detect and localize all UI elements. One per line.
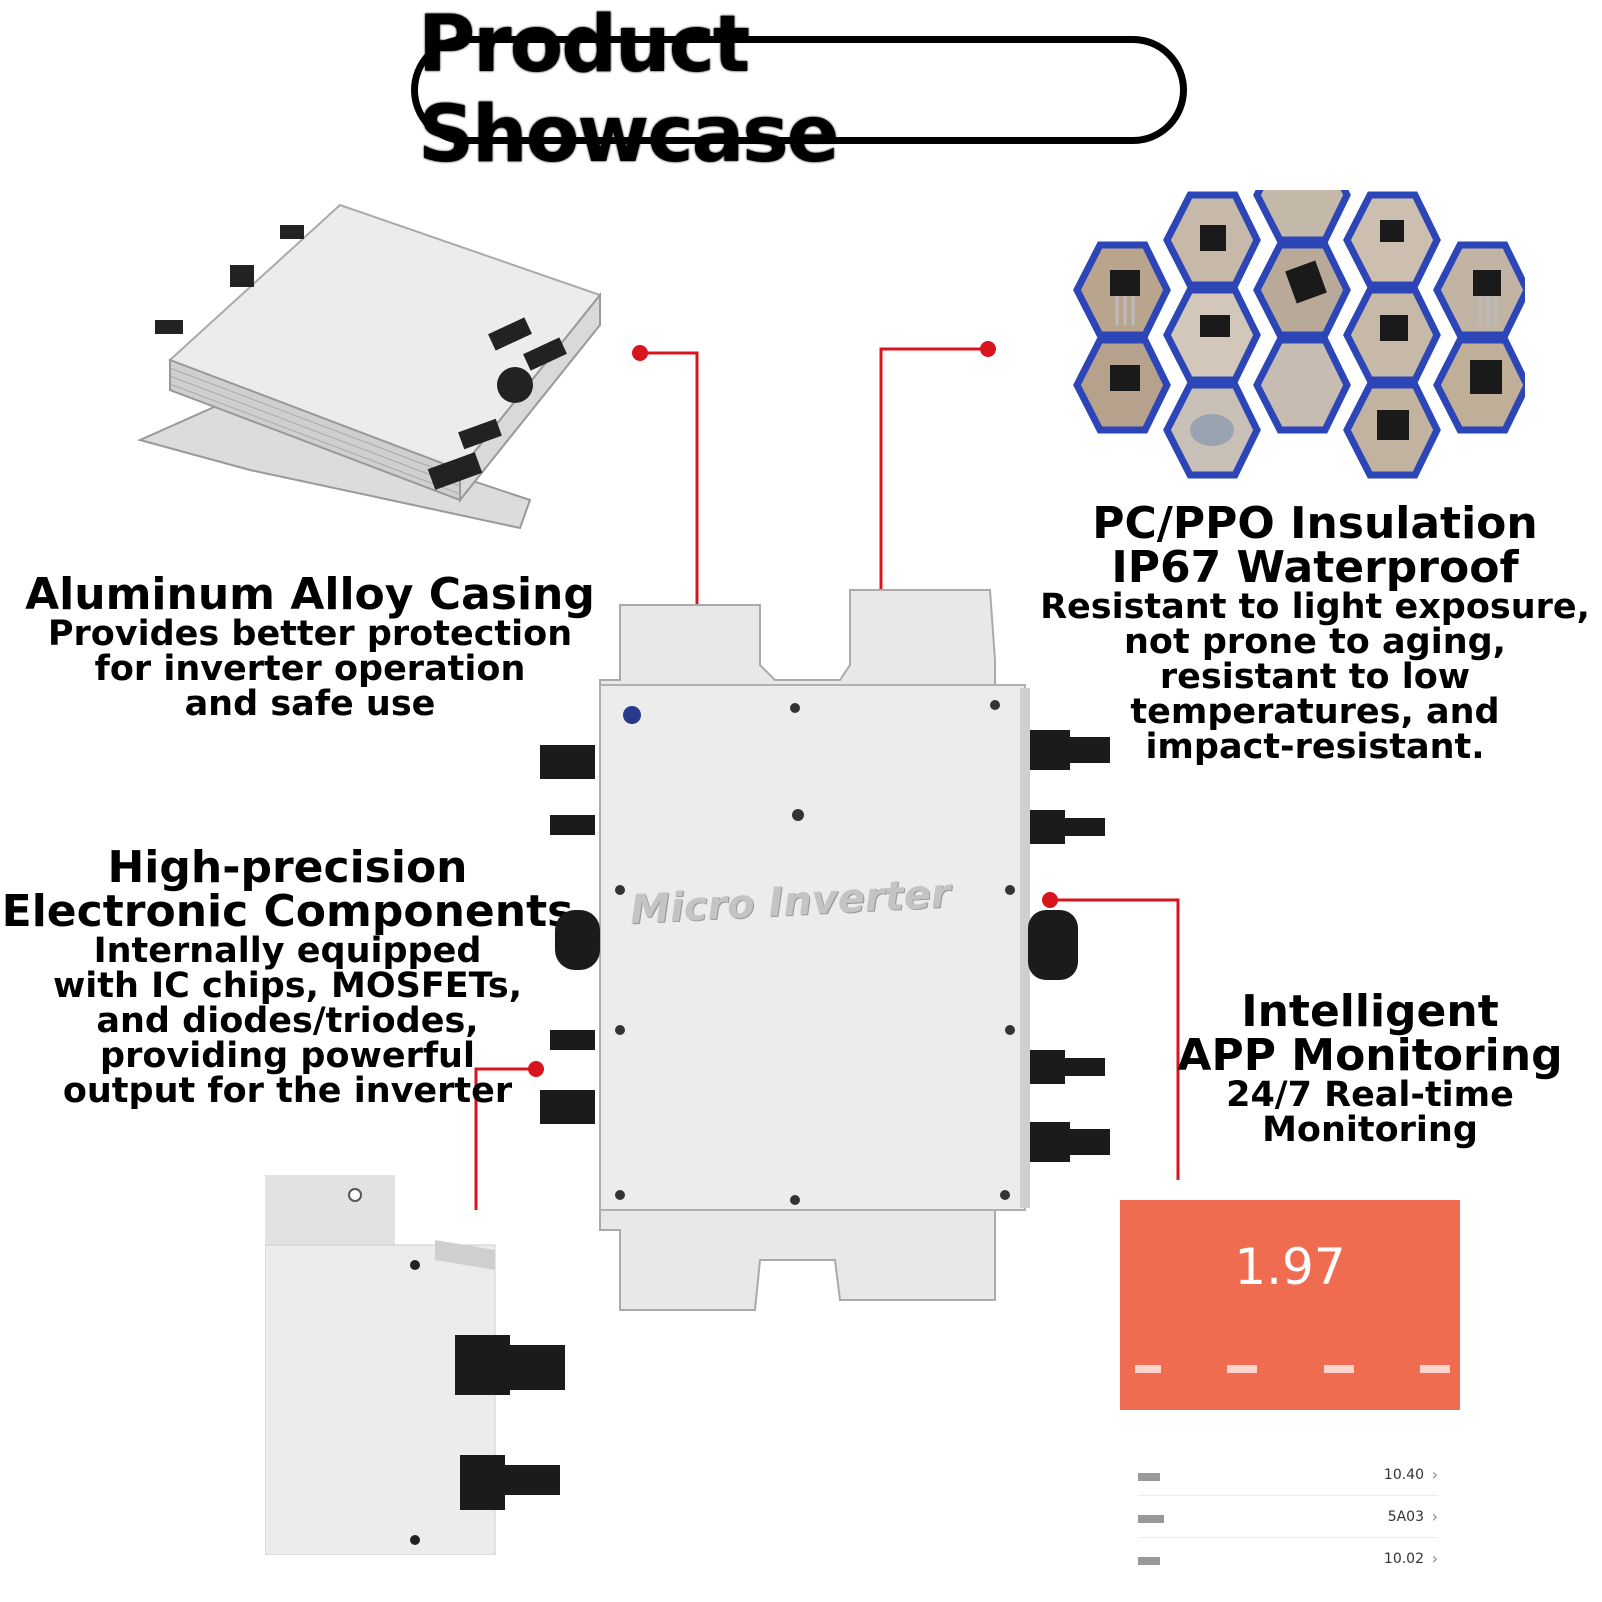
app-screenshot: 1.97 10.40 › 5A03 › 10.02 › <box>1120 1200 1460 1602</box>
components-line-4: providing powerful <box>100 1036 475 1076</box>
chevron-right-icon: › <box>1431 1507 1438 1526</box>
side-view-image <box>265 1175 565 1555</box>
components-line-3: and diodes/triodes, <box>96 1001 479 1041</box>
app-big-value: 1.97 <box>1234 1238 1346 1296</box>
page-title: Product Showcase <box>418 0 840 180</box>
casing-line-3: and safe use <box>184 684 436 724</box>
app-row-value: 10.40 <box>1383 1467 1424 1483</box>
insulation-heading-2: IP67 Waterproof <box>1111 542 1519 593</box>
insulation-line-2: not prone to aging, <box>1124 622 1506 662</box>
insulation-heading-1: PC/PPO Insulation <box>1092 498 1538 549</box>
micro-inverter-image <box>540 589 1110 1311</box>
monitoring-text-block: Intelligent APP Monitoring 24/7 Real-tim… <box>1150 990 1590 1148</box>
insulation-line-1: Resistant to light exposure, <box>1040 587 1590 627</box>
monitoring-heading-1: Intelligent <box>1241 986 1499 1037</box>
components-heading-2: Electronic Components <box>1 886 574 937</box>
insulation-line-3: resistant to low <box>1159 657 1471 697</box>
monitoring-line-2: Monitoring <box>1262 1110 1478 1150</box>
casing-line-1: Provides better protection <box>47 614 573 654</box>
insulation-line-5: impact-resistant. <box>1145 727 1485 767</box>
casing-product-image <box>137 203 602 530</box>
chevron-right-icon: › <box>1431 1465 1438 1484</box>
app-row-value: 5A03 <box>1387 1509 1424 1525</box>
list-item[interactable]: 5A03 › <box>1138 1507 1438 1538</box>
casing-heading: Aluminum Alloy Casing <box>25 569 595 620</box>
monitoring-line-1: 24/7 Real-time <box>1226 1075 1514 1115</box>
app-row-value: 10.02 <box>1383 1551 1424 1567</box>
insulation-text-block: PC/PPO Insulation IP67 Waterproof Resist… <box>1030 502 1600 765</box>
monitoring-heading-2: APP Monitoring <box>1177 1030 1563 1081</box>
casing-line-2: for inverter operation <box>94 649 526 689</box>
title-badge: Product Showcase <box>411 0 1187 180</box>
casing-text-block: Aluminum Alloy Casing Provides better pr… <box>10 573 610 722</box>
chevron-right-icon: › <box>1431 1549 1438 1568</box>
components-text-block: High-precision Electronic Components Int… <box>0 846 575 1109</box>
app-stats-row <box>1135 1365 1450 1385</box>
components-hex-collage <box>1073 190 1525 479</box>
list-item[interactable]: 10.40 › <box>1138 1465 1438 1496</box>
app-header: 1.97 <box>1120 1200 1460 1410</box>
components-line-2: with IC chips, MOSFETs, <box>52 966 523 1006</box>
components-heading-1: High-precision <box>107 842 468 893</box>
components-line-1: Internally equipped <box>93 931 482 971</box>
list-item[interactable]: 10.02 › <box>1138 1549 1438 1579</box>
components-line-5: output for the inverter <box>62 1071 513 1111</box>
insulation-line-4: temperatures, and <box>1130 692 1500 732</box>
